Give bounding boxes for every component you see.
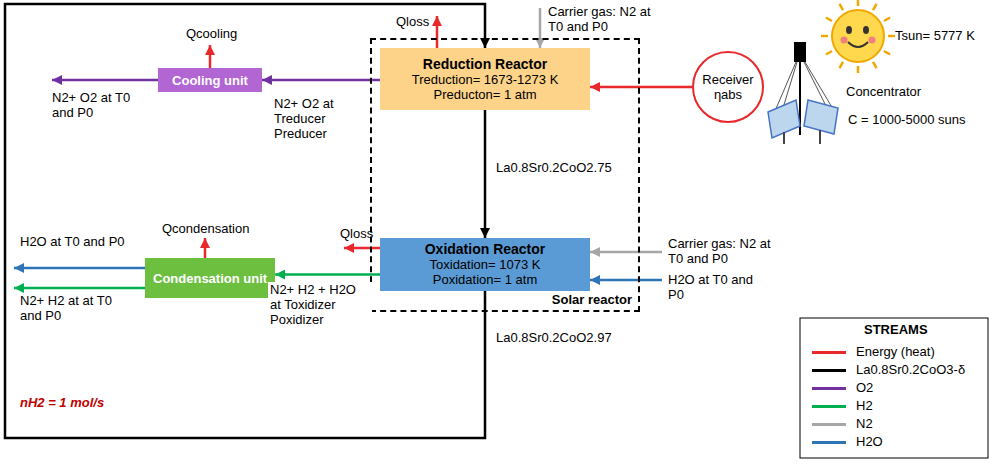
sun-smile — [848, 42, 868, 47]
solar-reactor-region: Reduction ReactorTreduction= 1673-1273 K… — [370, 38, 640, 312]
cooling-unit: Cooling unit — [158, 68, 262, 92]
heat-label: Qcooling — [186, 26, 237, 41]
legend-text: H2O — [856, 434, 883, 449]
sun-disc — [832, 10, 884, 62]
sun-ray — [840, 4, 844, 10]
stream-label: N2+ H2 + H2O at Toxidizer Poxidizer — [268, 282, 372, 327]
node-title: Solar reactor — [552, 292, 632, 307]
legend-swatch — [812, 387, 846, 390]
light-ray — [804, 62, 825, 104]
legend-text: La0.8Sr0.2CoO3-δ — [856, 362, 965, 377]
sun-ray — [857, 0, 860, 6]
legend-row: H2O — [812, 434, 883, 450]
flow-rate-note: nH2 = 1 mol/s — [20, 395, 104, 410]
water-in-arrow — [590, 279, 662, 282]
heat-arrow — [204, 238, 207, 258]
water-out-arrow — [14, 267, 145, 270]
legend-row: N2 — [812, 416, 873, 432]
legend-title: STREAMS — [864, 322, 928, 337]
nitrogen-in-arrow — [590, 251, 662, 254]
sun-ray — [873, 4, 877, 10]
legend-row: O2 — [812, 380, 873, 396]
sun-ray — [821, 35, 828, 38]
sun-cheek — [869, 37, 876, 44]
stream-label: N2+ O2 at Treducer Preducer — [272, 96, 368, 141]
sun-drawing — [821, 0, 895, 73]
legend-row: H2 — [812, 398, 873, 414]
stream-label: La0.8Sr0.2CoO2.97 — [494, 330, 614, 345]
sun-eye — [863, 26, 869, 34]
stream-connector — [262, 79, 380, 82]
mirror-stand — [783, 132, 785, 144]
hydrogen-out-arrow — [14, 287, 145, 290]
legend-frame — [800, 318, 988, 458]
heat-arrow — [436, 16, 439, 48]
node-detail: Treduction= 1673-1273 K — [412, 72, 559, 87]
tower-receiver — [794, 42, 806, 62]
legend-row: La0.8Sr0.2CoO3-δ — [812, 362, 965, 378]
sun-ray — [888, 35, 895, 38]
stream-label: Carrier gas: N2 at T0 and P0 — [548, 4, 660, 34]
concentrator-drawing — [768, 42, 838, 144]
heat-label: Qloss — [396, 14, 429, 29]
node-detail: Poxidation= 1 atm — [433, 272, 537, 287]
sun-eye — [846, 26, 852, 34]
legend-row: Energy (heat) — [812, 344, 935, 360]
reduction-reactor: Reduction ReactorTreduction= 1673-1273 K… — [380, 48, 590, 110]
sun-cheek — [841, 37, 848, 44]
sun-ray — [826, 51, 832, 55]
node-detail: Toxidation= 1073 K — [430, 257, 541, 272]
node-title: Reduction Reactor — [423, 57, 547, 72]
stream-connector — [484, 110, 487, 238]
node-detail: ηabs — [714, 87, 742, 102]
sun-ray — [826, 18, 832, 22]
legend-text: Energy (heat) — [856, 344, 935, 359]
legend-text: O2 — [856, 380, 873, 395]
part-name: Concentrator — [846, 84, 921, 99]
stream-label: N2+ H2 at at T0 and P0 — [20, 293, 132, 323]
legend-swatch — [812, 423, 846, 426]
sun-ray — [873, 62, 877, 68]
legend-swatch — [812, 369, 846, 372]
legend-swatch — [812, 351, 846, 354]
sun-ray — [857, 66, 860, 73]
heat-label: Qcondensation — [162, 221, 249, 236]
stream-label: Carrier gas: N2 at T0 and P0 — [668, 236, 786, 266]
legend-text: N2 — [856, 416, 873, 431]
stream-connector — [590, 86, 692, 89]
oxygen-out-arrow — [52, 79, 158, 82]
receiver-circle: Receiverηabs — [692, 51, 764, 123]
oxidation-reactor: Oxidation ReactorToxidation= 1073 KPoxid… — [380, 238, 590, 291]
node-detail: Preducton= 1 atm — [434, 87, 537, 102]
stream-label: H2O at T0 and P0 — [20, 234, 130, 249]
mirror — [804, 100, 838, 134]
stream-label: N2+ O2 at T0 and P0 — [52, 90, 132, 120]
stream-label: H2O at T0 and P0 — [668, 272, 758, 302]
node-title: Oxidation Reactor — [425, 242, 546, 257]
temperature-label: Tsun= 5777 K — [895, 28, 975, 43]
heat-label: Qloss — [340, 226, 373, 241]
node-title: Condensation unit — [153, 271, 267, 286]
node-title: Cooling unit — [172, 73, 248, 88]
node-title: Receiver — [702, 72, 753, 87]
heat-arrow — [209, 45, 212, 68]
stream-connector — [275, 273, 380, 276]
legend-swatch — [812, 405, 846, 408]
mirror-stand — [819, 130, 821, 144]
stream-label: La0.8Sr0.2CoO2.75 — [494, 160, 614, 175]
heat-arrow — [344, 247, 380, 250]
condensation-unit: Condensation unit — [145, 258, 275, 298]
sun-ray — [884, 18, 890, 22]
sun-ray — [884, 51, 890, 55]
nitrogen-in-arrow — [539, 8, 542, 48]
sun-rays — [821, 0, 895, 73]
concentration-label: C = 1000-5000 suns — [848, 112, 965, 127]
sun-ray — [840, 62, 844, 68]
legend-text: H2 — [856, 398, 873, 413]
legend-swatch — [812, 441, 846, 444]
